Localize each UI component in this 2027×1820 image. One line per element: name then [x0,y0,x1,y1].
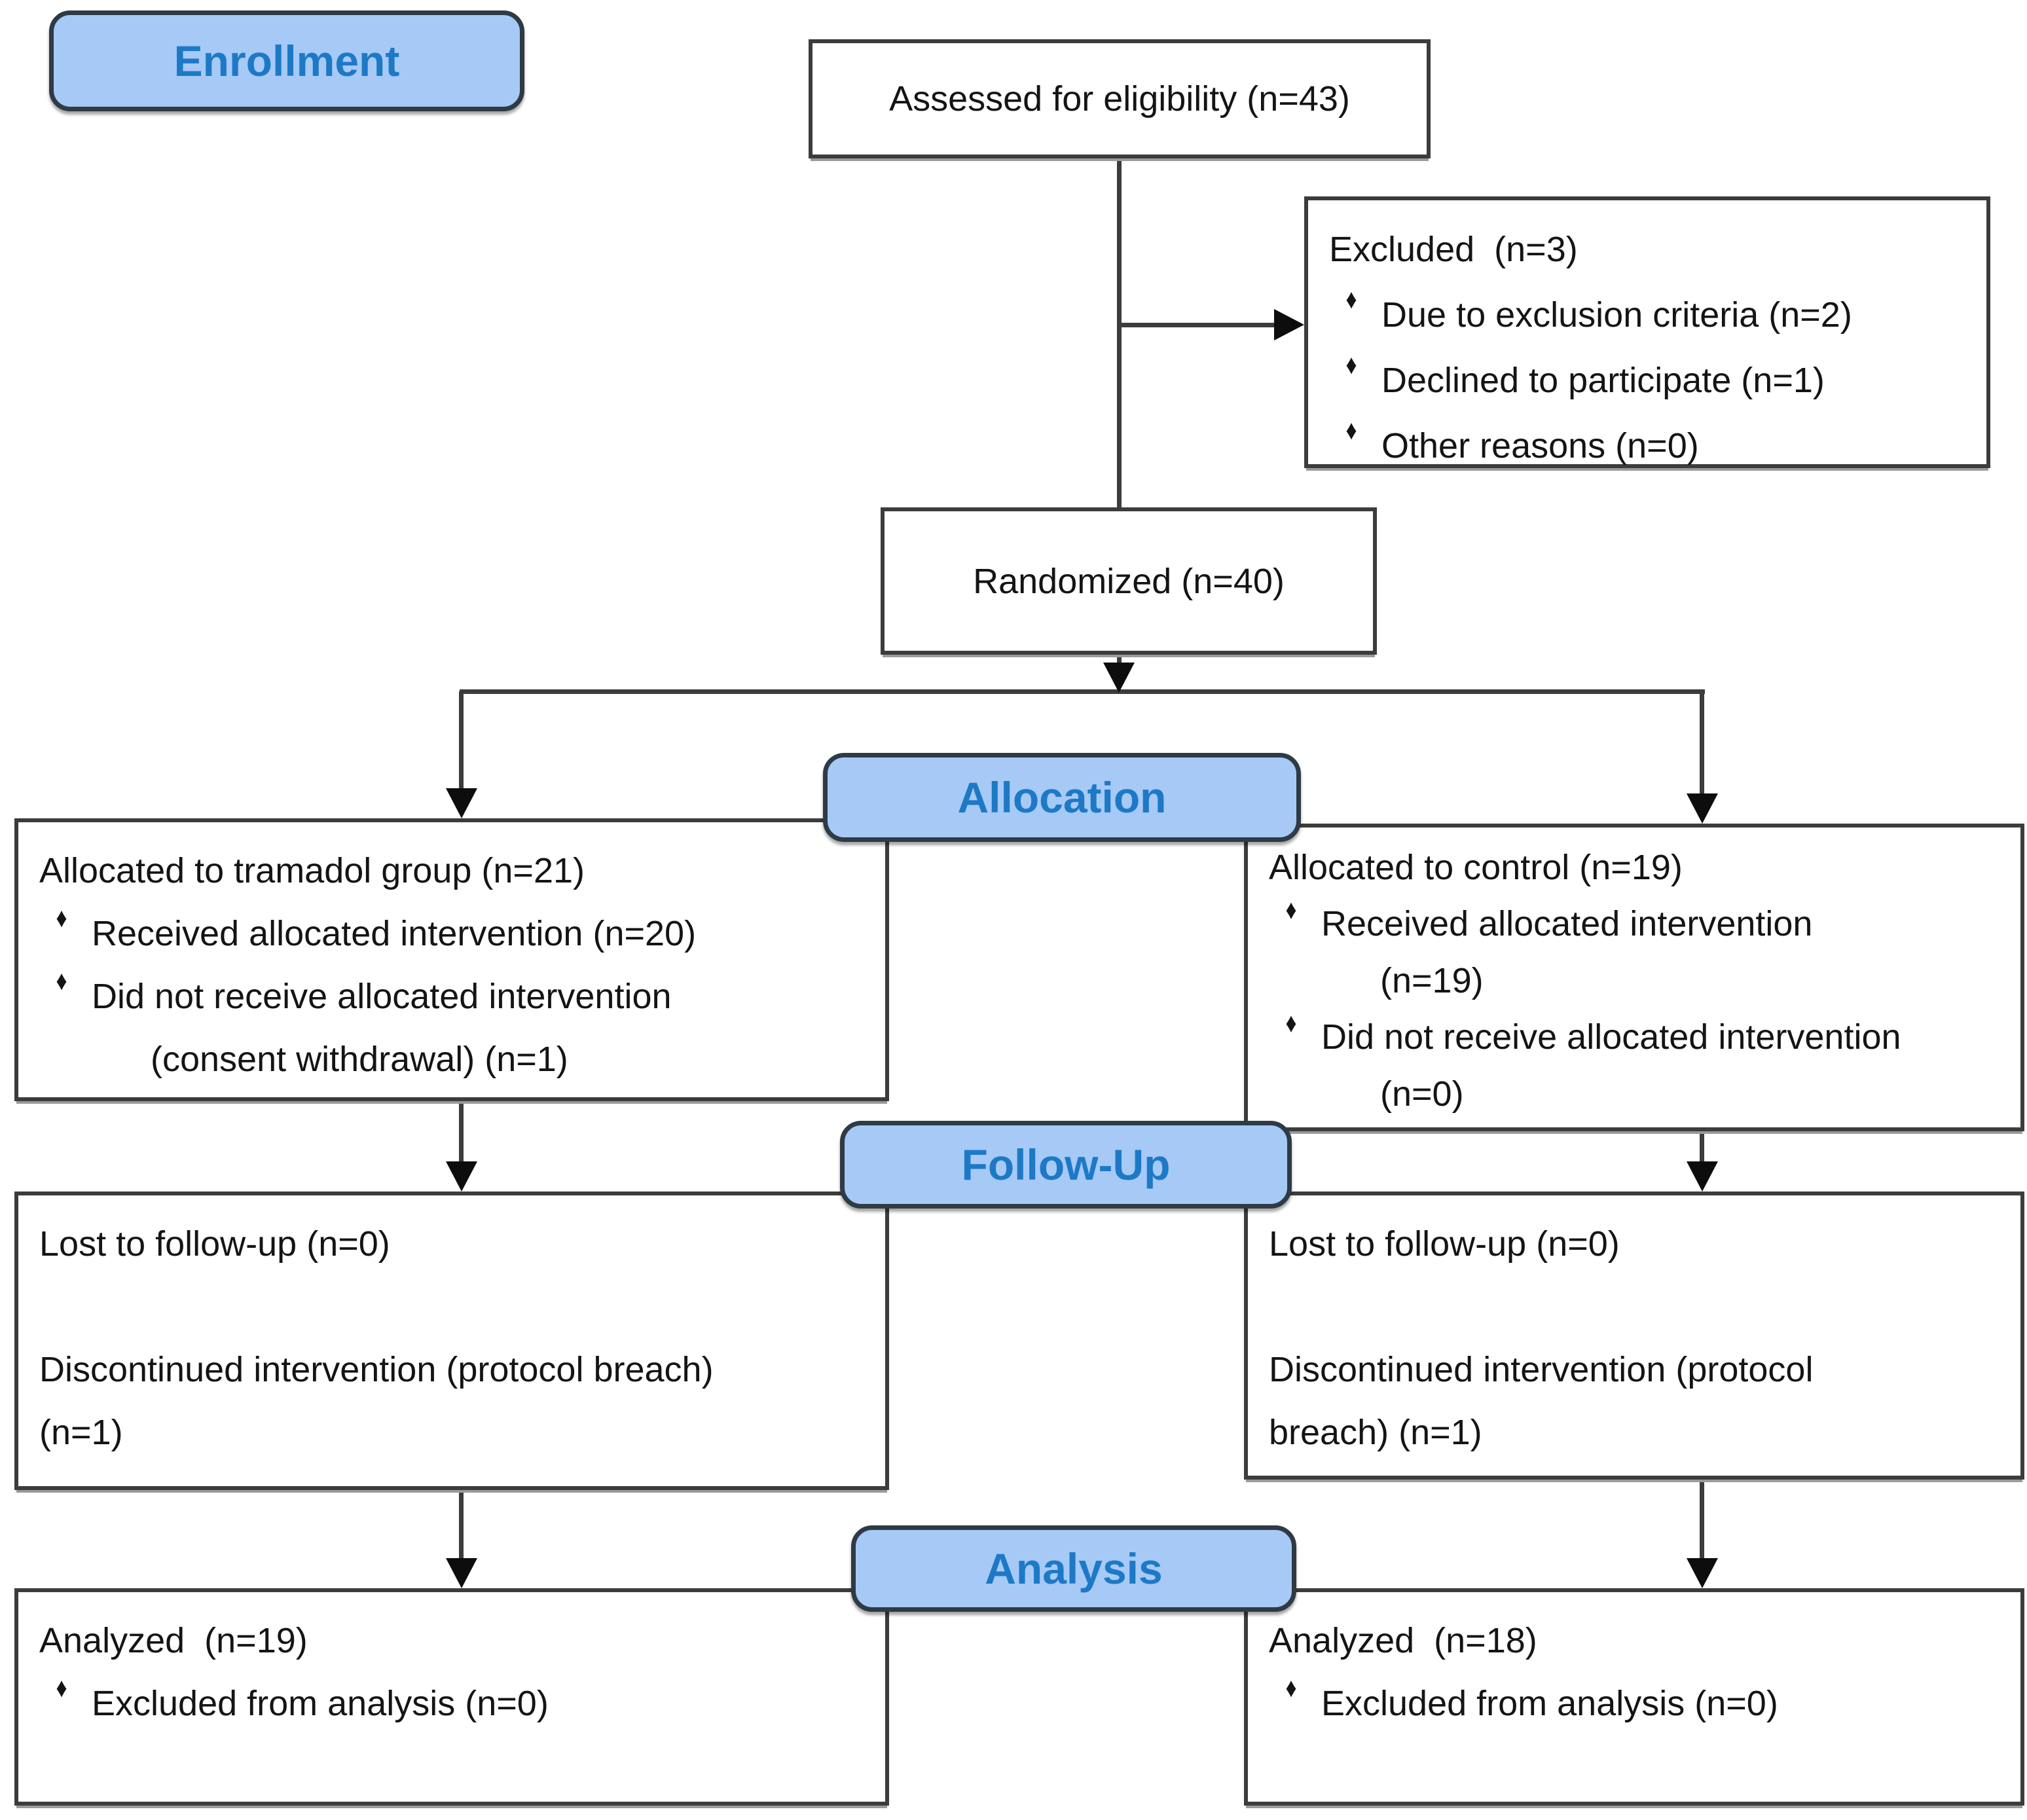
connector-to-excluded [1119,323,1276,327]
assessed-for-eligibility-text: Assessed for eligibility (n=43) [889,79,1350,118]
allocation-control-item-continuation: (n=0) [1380,1074,1464,1114]
diamond-bullet-icon: ♦ [56,903,67,934]
excluded-item: ♦ Declined to participate (n=1) [1329,348,1965,414]
allocation-control-item-continuation: (n=19) [1380,960,1484,1000]
analysis-control-title: Analyzed (n=18) [1269,1621,1537,1660]
arrowhead-right-analysis-icon [1687,1558,1718,1588]
followup-stage-label: Follow-Up [840,1121,1292,1209]
arrowhead-randomized-icon [1103,663,1135,693]
allocation-control-box: Allocated to control (n=19) ♦ Received a… [1244,824,2024,1131]
excluded-box: Excluded (n=3) ♦ Due to exclusion criter… [1304,196,1990,468]
allocation-control-item: ♦ Did not receive allocated intervention [1269,1008,2000,1065]
connector-right-allocation-to-followup [1700,1131,1704,1161]
allocation-control-item-text: Received allocated intervention [1321,904,1813,944]
arrowhead-right-followup-icon [1687,1161,1718,1192]
allocation-stage-label: Allocation [823,753,1301,842]
excluded-item-text: Declined to participate (n=1) [1381,360,1825,400]
analysis-tramadol-title: Analyzed (n=19) [39,1621,308,1660]
allocation-control-item: ♦ Received allocated intervention [1269,896,2000,952]
diamond-bullet-icon: ♦ [1345,284,1357,315]
analysis-stage-label: Analysis [851,1525,1296,1612]
followup-control-discontinued-count: breach) (n=1) [1269,1413,1482,1453]
diamond-bullet-icon: ♦ [56,1673,67,1704]
assessed-for-eligibility-box: Assessed for eligibility (n=43) [809,39,1431,158]
followup-control-box: Lost to follow-up (n=0) Discontinued int… [1244,1192,2024,1480]
connector-randomized-to-split [1117,655,1122,665]
connector-left-followup-to-analysis [459,1490,464,1558]
diamond-bullet-icon: ♦ [1285,1008,1297,1039]
excluded-item: ♦ Other reasons (n=0) [1329,414,1965,479]
excluded-item-text: Other reasons (n=0) [1381,426,1699,465]
connector-split-to-left-arm [459,691,464,790]
diamond-bullet-icon: ♦ [1285,895,1297,926]
randomized-box: Randomized (n=40) [881,507,1377,655]
arrowhead-left-analysis-icon [446,1558,477,1588]
followup-tramadol-lost: Lost to follow-up (n=0) [39,1224,390,1264]
blank-line [1269,1275,2000,1338]
split-line [460,689,1705,694]
analysis-control-item-text: Excluded from analysis (n=0) [1321,1684,1778,1724]
enrollment-stage-label: Enrollment [49,10,524,111]
allocation-tramadol-item: ♦ Did not receive allocated intervention [39,965,864,1028]
connector-split-to-right-arm [1700,691,1704,795]
connector-left-allocation-to-followup [459,1101,464,1161]
arrowhead-right-allocation-icon [1687,793,1718,824]
allocation-tramadol-item: ♦ Received allocated intervention (n=20) [39,902,864,965]
connector-assessed-to-randomized [1117,158,1122,507]
allocation-tramadol-title: Allocated to tramadol group (n=21) [39,851,585,890]
followup-control-lost: Lost to follow-up (n=0) [1269,1224,1620,1264]
excluded-item-text: Due to exclusion criteria (n=2) [1381,295,1852,335]
diamond-bullet-icon: ♦ [1285,1673,1297,1704]
analysis-tramadol-box: Analyzed (n=19) ♦ Excluded from analysis… [14,1588,889,1806]
diamond-bullet-icon: ♦ [1345,415,1357,446]
analysis-control-box: Analyzed (n=18) ♦ Excluded from analysis… [1244,1588,2024,1806]
arrowhead-to-excluded-icon [1274,309,1304,340]
arrowhead-left-followup-icon [446,1161,477,1192]
diamond-bullet-icon: ♦ [1345,350,1357,380]
allocation-tramadol-item-continuation: (consent withdrawal) (n=1) [151,1040,568,1080]
allocation-tramadol-item-text: Received allocated intervention (n=20) [92,914,697,954]
followup-tramadol-discontinued-count: (n=1) [39,1413,123,1453]
analysis-tramadol-item-text: Excluded from analysis (n=0) [92,1684,549,1724]
diamond-bullet-icon: ♦ [56,966,67,997]
allocation-control-item-text: Did not receive allocated intervention [1321,1017,1901,1057]
followup-tramadol-box: Lost to follow-up (n=0) Discontinued int… [14,1192,889,1490]
randomized-text: Randomized (n=40) [973,561,1285,601]
blank-line [39,1275,864,1338]
analysis-tramadol-item: ♦ Excluded from analysis (n=0) [39,1672,864,1735]
analysis-control-item: ♦ Excluded from analysis (n=0) [1269,1672,2000,1735]
allocation-tramadol-box: Allocated to tramadol group (n=21) ♦ Rec… [14,818,889,1101]
arrowhead-left-allocation-icon [446,788,477,818]
connector-right-followup-to-analysis [1700,1480,1704,1558]
followup-tramadol-discontinued: Discontinued intervention (protocol brea… [39,1350,714,1390]
allocation-control-title: Allocated to control (n=19) [1269,848,1683,887]
excluded-item: ♦ Due to exclusion criteria (n=2) [1329,283,1965,348]
followup-control-discontinued: Discontinued intervention (protocol [1269,1350,1814,1390]
excluded-title: Excluded (n=3) [1329,230,1578,269]
allocation-tramadol-item-text: Did not receive allocated intervention [92,977,672,1017]
